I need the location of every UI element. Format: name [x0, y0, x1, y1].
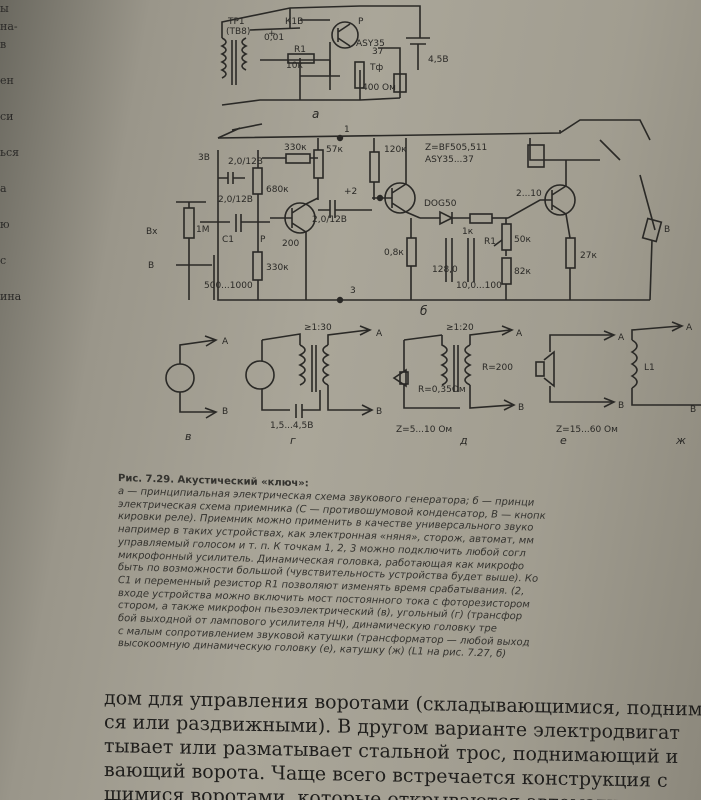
- schematic-label: 1к: [462, 227, 474, 237]
- schematic-label: А: [618, 333, 625, 343]
- schematic-b-ground-rail: [217, 150, 650, 301]
- schematic-c-labels: АВв≥1:30АВ1,5...4,5Вг≥1:20R=0,35ОмR=200А…: [185, 323, 696, 447]
- schematic-label: 500...1000: [204, 281, 253, 291]
- schematic-label: 128,0: [432, 265, 458, 275]
- schematic-label: +2: [344, 187, 357, 197]
- schematic-label: 4,5В: [428, 55, 449, 65]
- left-column-fragments: ына-в ен си ься а ю с ина ны на во: [0, 0, 40, 300]
- margin-fragment: си: [0, 110, 14, 123]
- schematic-label: 57к: [326, 145, 343, 155]
- sublabel: г: [290, 434, 296, 447]
- schematic-label: 200: [282, 239, 299, 249]
- schematic-label: 10,0...100: [456, 281, 502, 291]
- schematic-label: 82к: [514, 267, 531, 277]
- schematic-label: ≥1:30: [304, 323, 332, 333]
- schematic-label: 330к: [284, 143, 307, 153]
- margin-fragment: ы: [0, 2, 9, 15]
- schematic-label: 10к: [286, 61, 303, 71]
- sublabel: в: [185, 430, 191, 443]
- sublabel: д: [459, 434, 468, 447]
- schematic-label: R=0,35Ом: [418, 385, 466, 395]
- schematic-label: Z=5...10 Ом: [396, 425, 452, 435]
- margin-fragment: а: [0, 182, 7, 195]
- schematic-label: ASY35...37: [425, 155, 474, 165]
- schematic-label: 2...10: [516, 189, 542, 199]
- schematic-label: Р: [260, 235, 266, 245]
- schematic-label: DOG50: [424, 199, 457, 209]
- schematic-label: 2,0/12В: [218, 195, 253, 205]
- margin-fragment: ься: [0, 146, 20, 159]
- schematic-label: А: [516, 329, 523, 339]
- schematic-label: Тф: [369, 63, 383, 73]
- figure-caption: Рис. 7.29. Акустический «ключ»: а — прин…: [118, 473, 701, 667]
- schematic-label: 0,8к: [384, 248, 404, 258]
- schematic-label: 3: [350, 286, 356, 296]
- schematic-label: L1: [644, 363, 655, 373]
- schematic-label: Вх: [146, 227, 158, 237]
- schematic-label: ≥1:20: [446, 323, 474, 333]
- schematic-label: В: [148, 261, 154, 271]
- margin-fragment: ен: [0, 74, 14, 87]
- schematic-label: ASY35: [356, 39, 385, 49]
- schematic-label: В: [664, 225, 670, 235]
- schematic-label: К1В: [285, 17, 303, 27]
- schematic-label: (ТВ8): [226, 27, 250, 37]
- schematic-label: В: [376, 407, 382, 417]
- schematic-label: ТР1: [227, 17, 245, 27]
- schematic-label: В: [222, 407, 228, 417]
- sublabel: е: [560, 434, 567, 447]
- margin-fragment: в: [0, 38, 7, 51]
- schematic-label: В: [690, 405, 696, 415]
- schematic-label: 3В: [198, 153, 210, 163]
- schematic-label: А: [686, 323, 693, 333]
- schematic-label: R1: [484, 237, 496, 247]
- schematic-label: +: [268, 29, 276, 39]
- schematic-label: 120к: [384, 145, 407, 155]
- schematic-label: 27к: [580, 251, 597, 261]
- tr1-winding: [220, 37, 227, 79]
- sublabel-b: б: [420, 304, 428, 318]
- schematic-label: С1: [222, 235, 234, 245]
- schematic-label: 400 Ом: [362, 83, 396, 93]
- schematic-label: В: [618, 401, 624, 411]
- margin-fragment: на-: [0, 20, 18, 33]
- sublabel: ж: [675, 434, 686, 447]
- schematic-label: В: [518, 403, 524, 413]
- schematic-label: 330к: [266, 263, 289, 273]
- schematic-label: 2,0/12В: [312, 215, 347, 225]
- schematic-label: Z=BF505,511: [425, 143, 487, 153]
- schematic-label: Z=15...60 Ом: [556, 425, 618, 435]
- schematic-label: 1,5...4,5В: [270, 421, 313, 431]
- schematic-label: 680к: [266, 185, 289, 195]
- schematic-label: Р: [358, 17, 364, 27]
- margin-fragment: ю: [0, 218, 10, 231]
- schematic-label: 37: [372, 47, 383, 57]
- schematic-label: 1: [344, 125, 350, 135]
- schematic-label: 2,0/12В: [228, 157, 263, 167]
- schematic-label: 1М: [196, 225, 210, 235]
- margin-fragment: ина: [0, 290, 22, 300]
- schematic-label: R1: [294, 45, 306, 55]
- schematic-label: А: [222, 337, 229, 347]
- schematic-label: R=200: [482, 363, 513, 373]
- margin-fragment: с: [0, 254, 7, 267]
- transistor-a: [331, 21, 359, 49]
- schematic-a-wires: [221, 5, 421, 106]
- schematic-label: А: [376, 329, 383, 339]
- body-paragraph: дом для управления воротами (складывающи…: [104, 686, 701, 800]
- carbon-mic-g: [245, 360, 275, 390]
- sublabel-a: а: [312, 107, 319, 121]
- schematic-label: 50к: [514, 235, 531, 245]
- carbon-mic-v: [165, 363, 195, 393]
- schematic-label: 0,01: [264, 33, 284, 43]
